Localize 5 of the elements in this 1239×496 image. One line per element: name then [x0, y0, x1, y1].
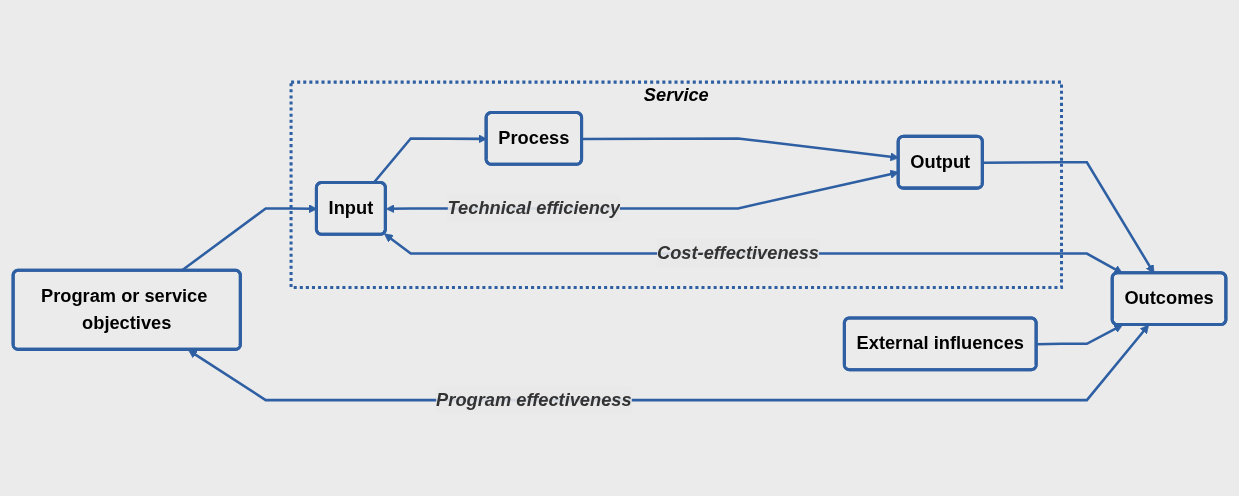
edge-label: Technical efficiency — [447, 197, 621, 219]
arrow — [188, 324, 1149, 402]
edge-label: Cost-effectiveness — [656, 242, 820, 264]
arrow — [384, 233, 1123, 274]
edge-label: Program effectiveness — [436, 389, 632, 410]
